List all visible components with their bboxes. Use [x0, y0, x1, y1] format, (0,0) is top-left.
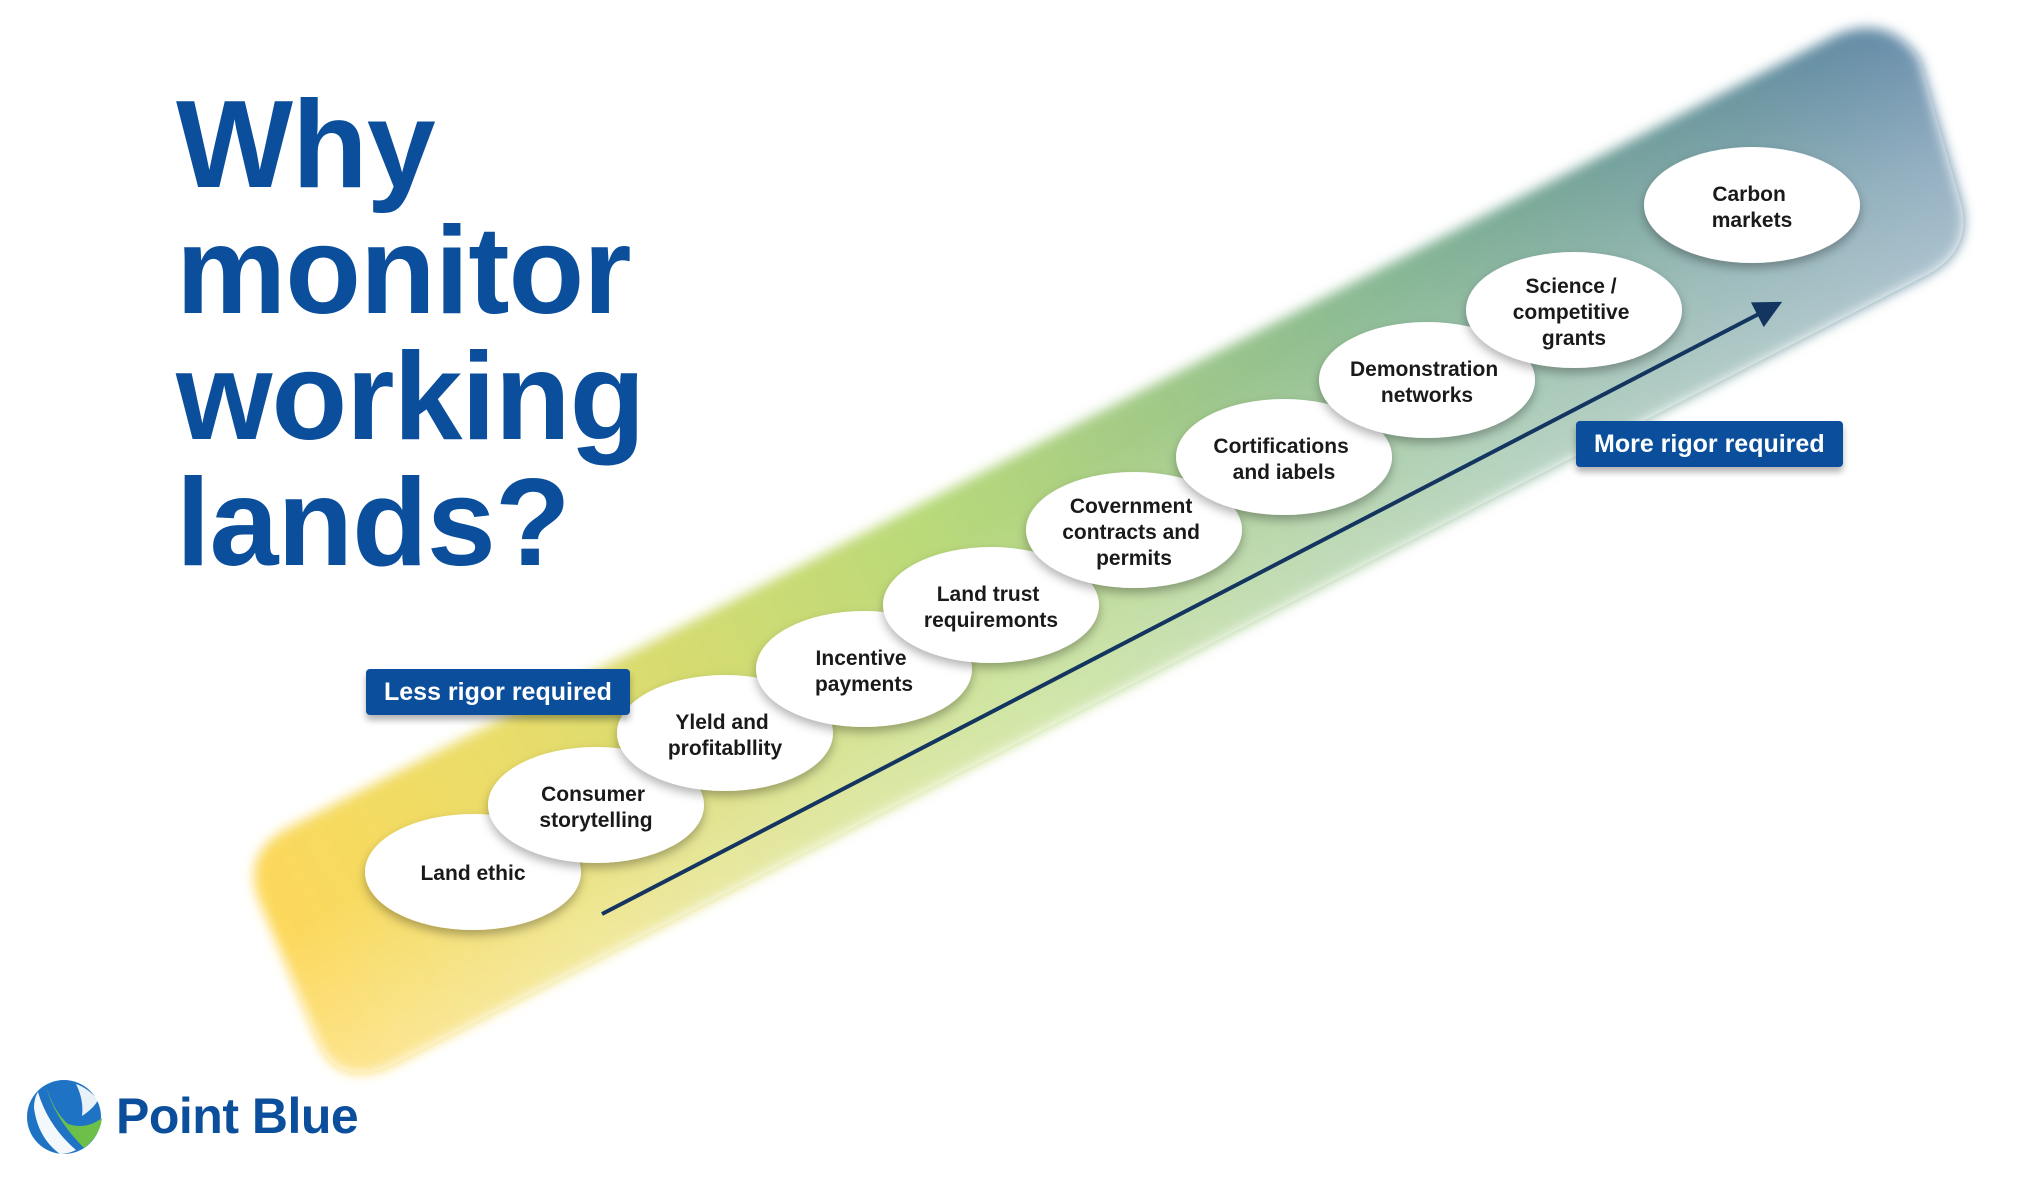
step-oval: Cortifications and iabels: [1176, 399, 1392, 515]
svg-text:Covernment contracts and: Covernment contracts and permits: [1062, 495, 1206, 570]
title-line: monitor: [176, 202, 632, 340]
step-oval: Carbon markets: [1644, 147, 1860, 263]
svg-text:Demonstration networks: Demonstration networks: [1350, 358, 1504, 407]
svg-text:Carbon markets: Carbon markets: [1712, 183, 1793, 232]
page-title: Why monitor working lands?: [176, 76, 645, 592]
svg-text:Land ethic: Land ethic: [420, 862, 525, 885]
step-oval: Demonstration networks: [1319, 322, 1535, 438]
step-oval: Land trust requiremonts: [883, 547, 1099, 663]
rigor-arrow: [601, 301, 1783, 916]
step-oval: Covernment contracts and permits: [1026, 472, 1242, 588]
logo-wordmark: Point Blue: [116, 1088, 359, 1144]
svg-text:Cortifications and iabel: Cortifications and iabels: [1213, 435, 1354, 484]
svg-text:Science / competitive: Science / competitive grants: [1513, 275, 1636, 350]
step-oval: Science / competitive grants: [1466, 252, 1682, 368]
title-line: working: [176, 328, 645, 466]
title-line: lands?: [176, 454, 571, 592]
title-line: Why: [176, 76, 436, 214]
svg-text:Yleld and profitabllity: Yleld and profitabllity: [668, 711, 783, 760]
svg-text:Consumer storytelling: Consumer storytelling: [539, 783, 652, 832]
less-rigor-tag: Less rigor required: [366, 669, 630, 715]
svg-text:Incentive payments: Incentive payments: [815, 647, 913, 696]
more-rigor-tag: More rigor required: [1576, 421, 1843, 467]
svg-text:Land trust requiremonts: Land trust requiremonts: [924, 583, 1058, 632]
bird-wing-logo-icon: [27, 1080, 102, 1154]
step-oval: Consumer storytelling: [488, 747, 704, 863]
